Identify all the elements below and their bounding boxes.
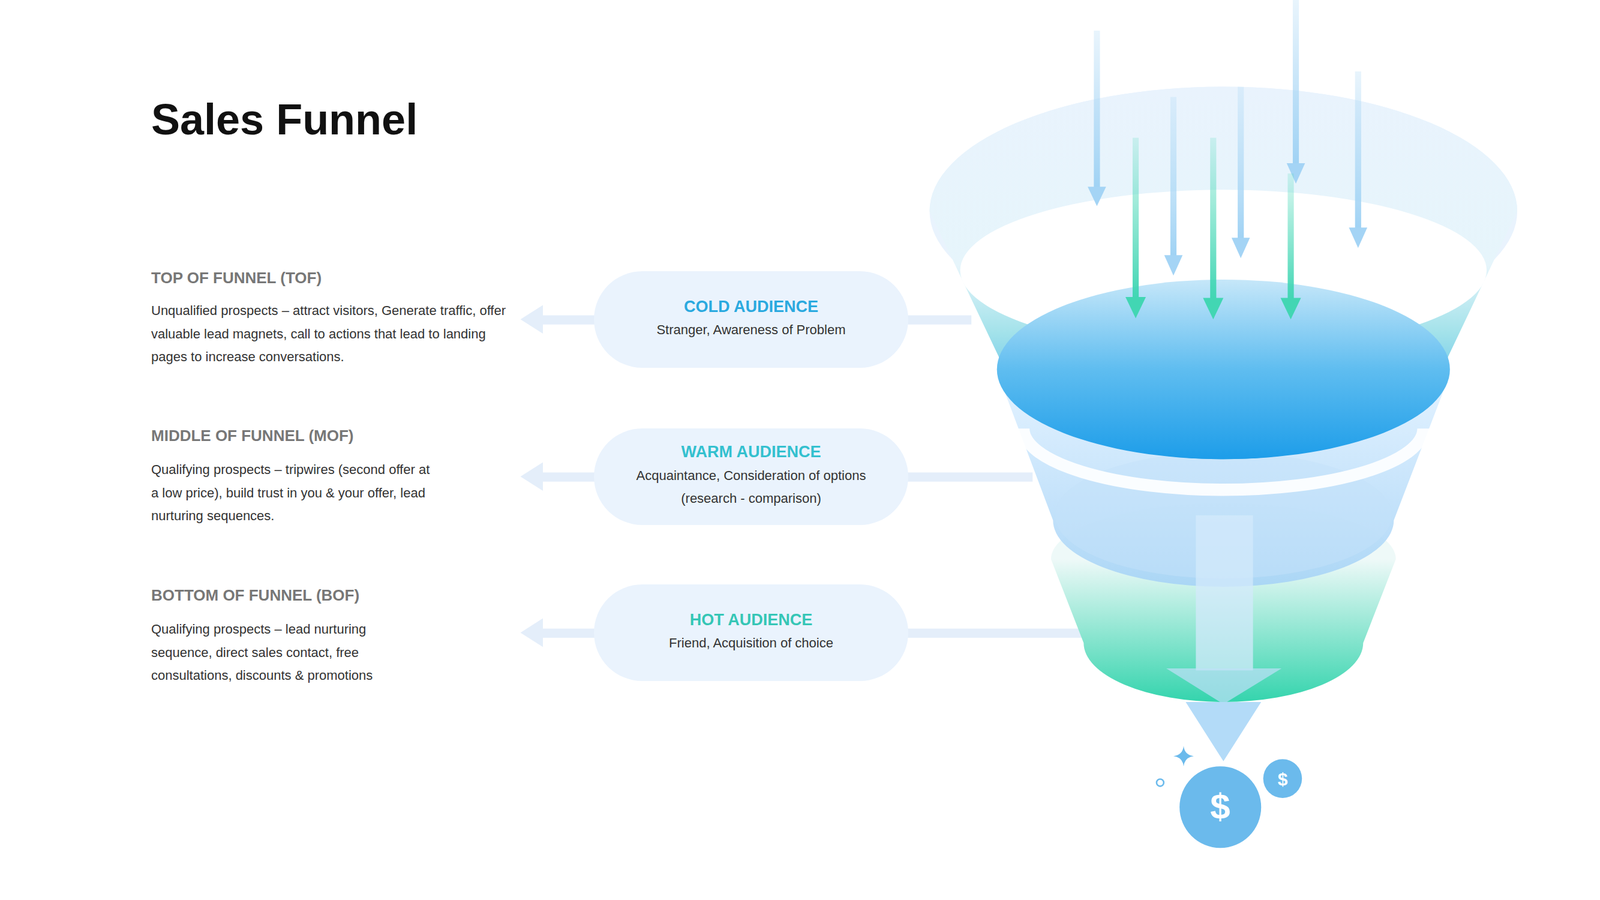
arrow-head: [1280, 298, 1302, 320]
arrow-shaft: [1355, 71, 1362, 230]
audience-pill: COLD AUDIENCEStranger, Awareness of Prob…: [593, 271, 909, 368]
coins: [1156, 745, 1302, 848]
audience-description: Friend, Acquisition of choice: [668, 631, 834, 656]
coin: [1179, 766, 1262, 848]
arrow-shaft: [1132, 137, 1139, 300]
arrow-head: [1231, 237, 1251, 258]
leader-line: [538, 315, 596, 325]
arrow-shaft: [1170, 97, 1177, 258]
leader-line: [904, 315, 972, 325]
arrow-head: [1348, 227, 1368, 248]
stage-description: Unqualified prospects – attract visitors…: [151, 299, 512, 369]
coin-symbol: $: [1277, 769, 1289, 789]
arrow-head: [1125, 296, 1146, 319]
funnel-liquid: [997, 279, 1451, 459]
leader-head: [520, 618, 543, 648]
arrow-head: [1087, 186, 1107, 206]
stage-heading: MIDDLE OF FUNNEL (MOF): [151, 426, 572, 446]
audience-description: Stranger, Awareness of Problem: [656, 318, 846, 342]
sparkle-ring: [1156, 778, 1164, 786]
coin-symbol: $: [1210, 787, 1230, 827]
arrow-shaft: [1237, 86, 1244, 240]
funnel-band: [929, 86, 1518, 460]
arrow-shaft: [1093, 30, 1100, 189]
coin: [1263, 758, 1303, 798]
arrow-shaft: [1292, 0, 1299, 166]
stage-heading: BOTTOM OF FUNNEL (BOF): [151, 586, 572, 605]
arrow-shaft: [1210, 137, 1217, 300]
leader-line: [538, 628, 596, 638]
audience-pill: WARM AUDIENCEAcquaintance, Consideration…: [593, 428, 909, 525]
stage-description: Qualifying prospects – tripwires (second…: [151, 458, 434, 528]
center-arrow-head: [1166, 668, 1282, 705]
audience-pill: HOT AUDIENCEFriend, Acquisition of choic…: [593, 584, 909, 681]
leader-line: [538, 472, 596, 482]
leader-head: [520, 305, 543, 335]
audience-heading: WARM AUDIENCE: [681, 442, 822, 462]
funnel-spout: [1185, 701, 1262, 762]
stage-description: Qualifying prospects – lead nurturing se…: [151, 617, 416, 688]
stage-heading: TOP OF FUNNEL (TOF): [151, 268, 572, 288]
arrow-shaft: [1287, 173, 1294, 299]
audience-description: Acquaintance, Consideration of options (…: [623, 464, 879, 511]
leader-head: [520, 461, 543, 491]
page-title: Sales Funnel: [151, 95, 418, 144]
arrow-head: [1202, 298, 1224, 320]
leader-line: [904, 628, 1084, 638]
audience-heading: COLD AUDIENCE: [683, 296, 819, 317]
audience-heading: HOT AUDIENCE: [689, 610, 813, 630]
arrow-head: [1164, 254, 1184, 276]
funnel: [929, 86, 1518, 762]
sparkle: [1173, 745, 1194, 767]
incoming-arrows: [1087, 0, 1368, 320]
center-arrow: [1195, 515, 1253, 671]
leader-line: [904, 472, 1033, 482]
